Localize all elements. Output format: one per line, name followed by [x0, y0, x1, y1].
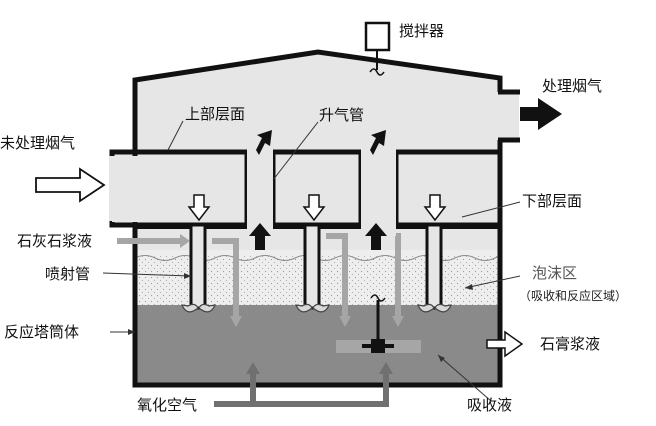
gypsum-slurry-outlet-arrow [486, 330, 524, 358]
agitator-shaft-break-bottom [370, 294, 386, 302]
oxidation-air-label: 氧化空气 [137, 396, 198, 414]
upper-deck-label: 上部层面 [185, 105, 246, 123]
leader-lower-deck [461, 201, 521, 218]
swirl [312, 303, 330, 313]
untreated-gas-label: 未处理烟气 [0, 134, 76, 152]
sparger-pipe-2 [303, 223, 321, 310]
agitator-shaft-break-top [369, 68, 385, 76]
bubble-swirls [181, 303, 452, 313]
leader-tip [465, 284, 473, 290]
leader-tip [128, 329, 135, 335]
leader-tip [438, 355, 445, 362]
leader-lines [102, 120, 521, 402]
riser-label: 升气管 [319, 106, 365, 124]
leader-absorbent [437, 354, 492, 402]
sparger-pipe-3 [425, 223, 443, 310]
inlet-duct-fill [112, 156, 138, 222]
arrowhead [246, 362, 260, 374]
leader-upper-deck [167, 120, 184, 151]
riser-up-arrow-2 [365, 223, 387, 250]
treated-gas-label: 处理烟气 [542, 77, 603, 95]
riser-up-arrow-1 [249, 223, 271, 250]
untreated-gas-inlet-arrow [35, 167, 106, 203]
limestone-branch-1 [212, 238, 239, 318]
riser-up-arrows [249, 130, 387, 250]
lower-deck-label: 下部层面 [522, 192, 583, 210]
treated-gas-outlet-arrow [520, 98, 562, 130]
sparger-pipe-label: 喷射管 [45, 265, 91, 283]
arrowhead [392, 316, 404, 327]
swirl [417, 303, 435, 313]
swirl [295, 303, 313, 313]
downflow-arrow-1 [187, 194, 211, 222]
outlet-duct [497, 92, 519, 140]
gypsum-slurry-label: 石膏浆液 [540, 335, 601, 353]
swirl [181, 303, 199, 313]
arrowhead [339, 316, 351, 327]
swirl [434, 303, 452, 313]
oxidation-air-pipes [214, 372, 389, 407]
riser-opening-right [361, 148, 396, 232]
oxidation-air-arrowheads [246, 362, 393, 374]
leader-sparger [102, 272, 192, 277]
leader-foam [464, 275, 521, 289]
inner-chamber-right [393, 149, 503, 228]
downflow-arrow-3 [423, 194, 447, 222]
absorbent-label: 吸收液 [467, 396, 513, 414]
swirl [198, 303, 216, 313]
arrowhead [230, 316, 242, 327]
foam-zone-label: 泡沫区 [532, 264, 578, 282]
oxidation-air-main [214, 372, 389, 407]
absorbent-liquid-region [135, 305, 500, 385]
limestone-slurry-label: 石灰石浆液 [17, 232, 93, 250]
limestone-branch-2 [326, 233, 348, 318]
limestone-slurry-arrowheads [180, 234, 404, 327]
riser-opening-left [247, 148, 273, 232]
tower-outline [132, 49, 503, 388]
sparger-pipe-1 [189, 223, 207, 310]
downflow-arrow-2 [302, 194, 326, 222]
agitator-motor [364, 21, 391, 52]
arrowhead [180, 234, 190, 248]
tower-body-label: 反应塔筒体 [4, 323, 80, 341]
sparger-pipes [189, 223, 443, 310]
leader-tip [184, 273, 191, 279]
downflow-arrows [187, 194, 447, 222]
foam-zone-note: （吸收和反应区域） [519, 289, 628, 303]
arrowhead [379, 362, 393, 374]
leader-arrowheads [128, 273, 473, 362]
limestone-slurry-pipes [117, 233, 401, 318]
leader-riser [272, 121, 319, 181]
treated-gas-up-arrow-2 [370, 130, 386, 155]
agitator-label: 搅拌器 [399, 22, 445, 40]
treated-gas-up-arrow-1 [256, 130, 272, 155]
limestone-branch-3 [395, 233, 401, 318]
